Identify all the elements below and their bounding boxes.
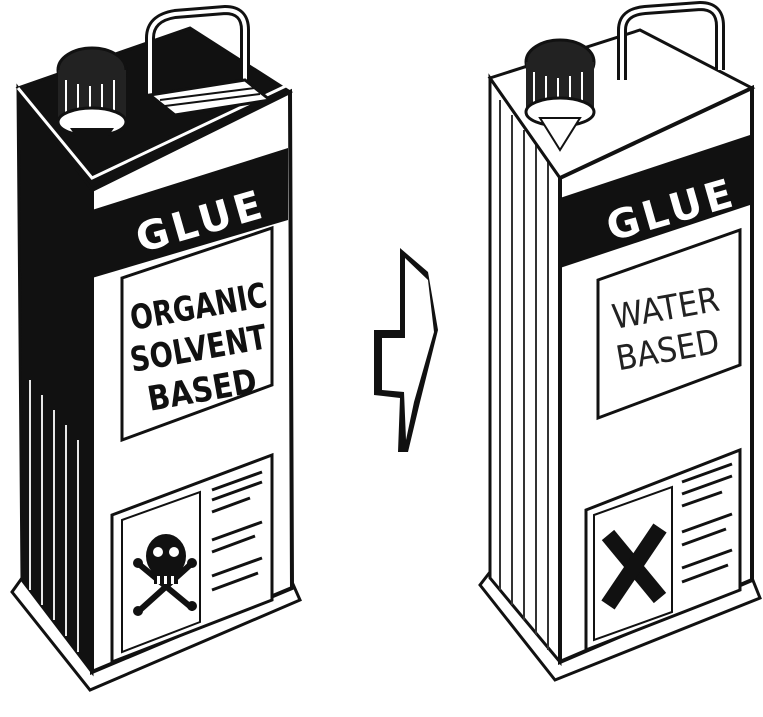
right-arrow-icon bbox=[374, 248, 438, 452]
right-glue-can: GLUE WATER BASED bbox=[480, 6, 760, 680]
left-glue-can: GLUE ORGANIC SOLVENT BASED bbox=[12, 10, 300, 690]
